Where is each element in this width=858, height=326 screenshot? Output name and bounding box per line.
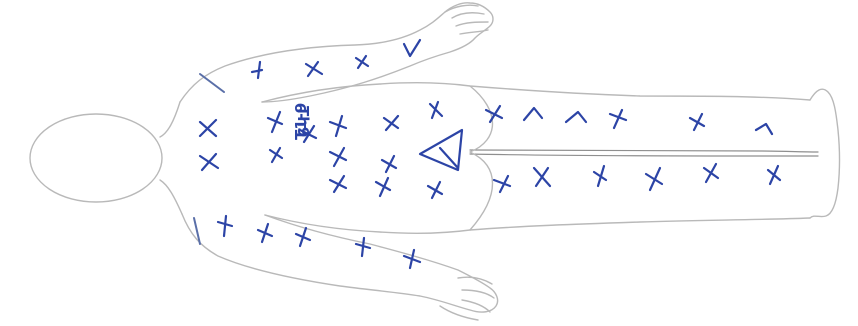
upper-hand-fingers bbox=[445, 5, 488, 34]
torso-bottom-outline bbox=[265, 215, 810, 233]
neck-outline bbox=[160, 102, 182, 214]
upper-torso-marks bbox=[200, 102, 442, 170]
lower-arm-marks bbox=[218, 216, 420, 268]
head-outline bbox=[30, 114, 162, 202]
torso-top-outline bbox=[262, 83, 810, 102]
upper-shoulder-band bbox=[200, 74, 224, 92]
lower-hand-fingers bbox=[440, 277, 494, 320]
annotation-t1-9: T1-9 bbox=[292, 103, 310, 140]
sacrum-mark bbox=[420, 130, 462, 170]
leg-separation-line bbox=[470, 150, 818, 156]
buttocks-outline bbox=[470, 86, 493, 230]
leg-bottom-marks bbox=[494, 164, 780, 192]
lower-torso-marks bbox=[330, 156, 442, 198]
leg-top-marks bbox=[486, 106, 772, 134]
feet-outline bbox=[810, 89, 840, 218]
